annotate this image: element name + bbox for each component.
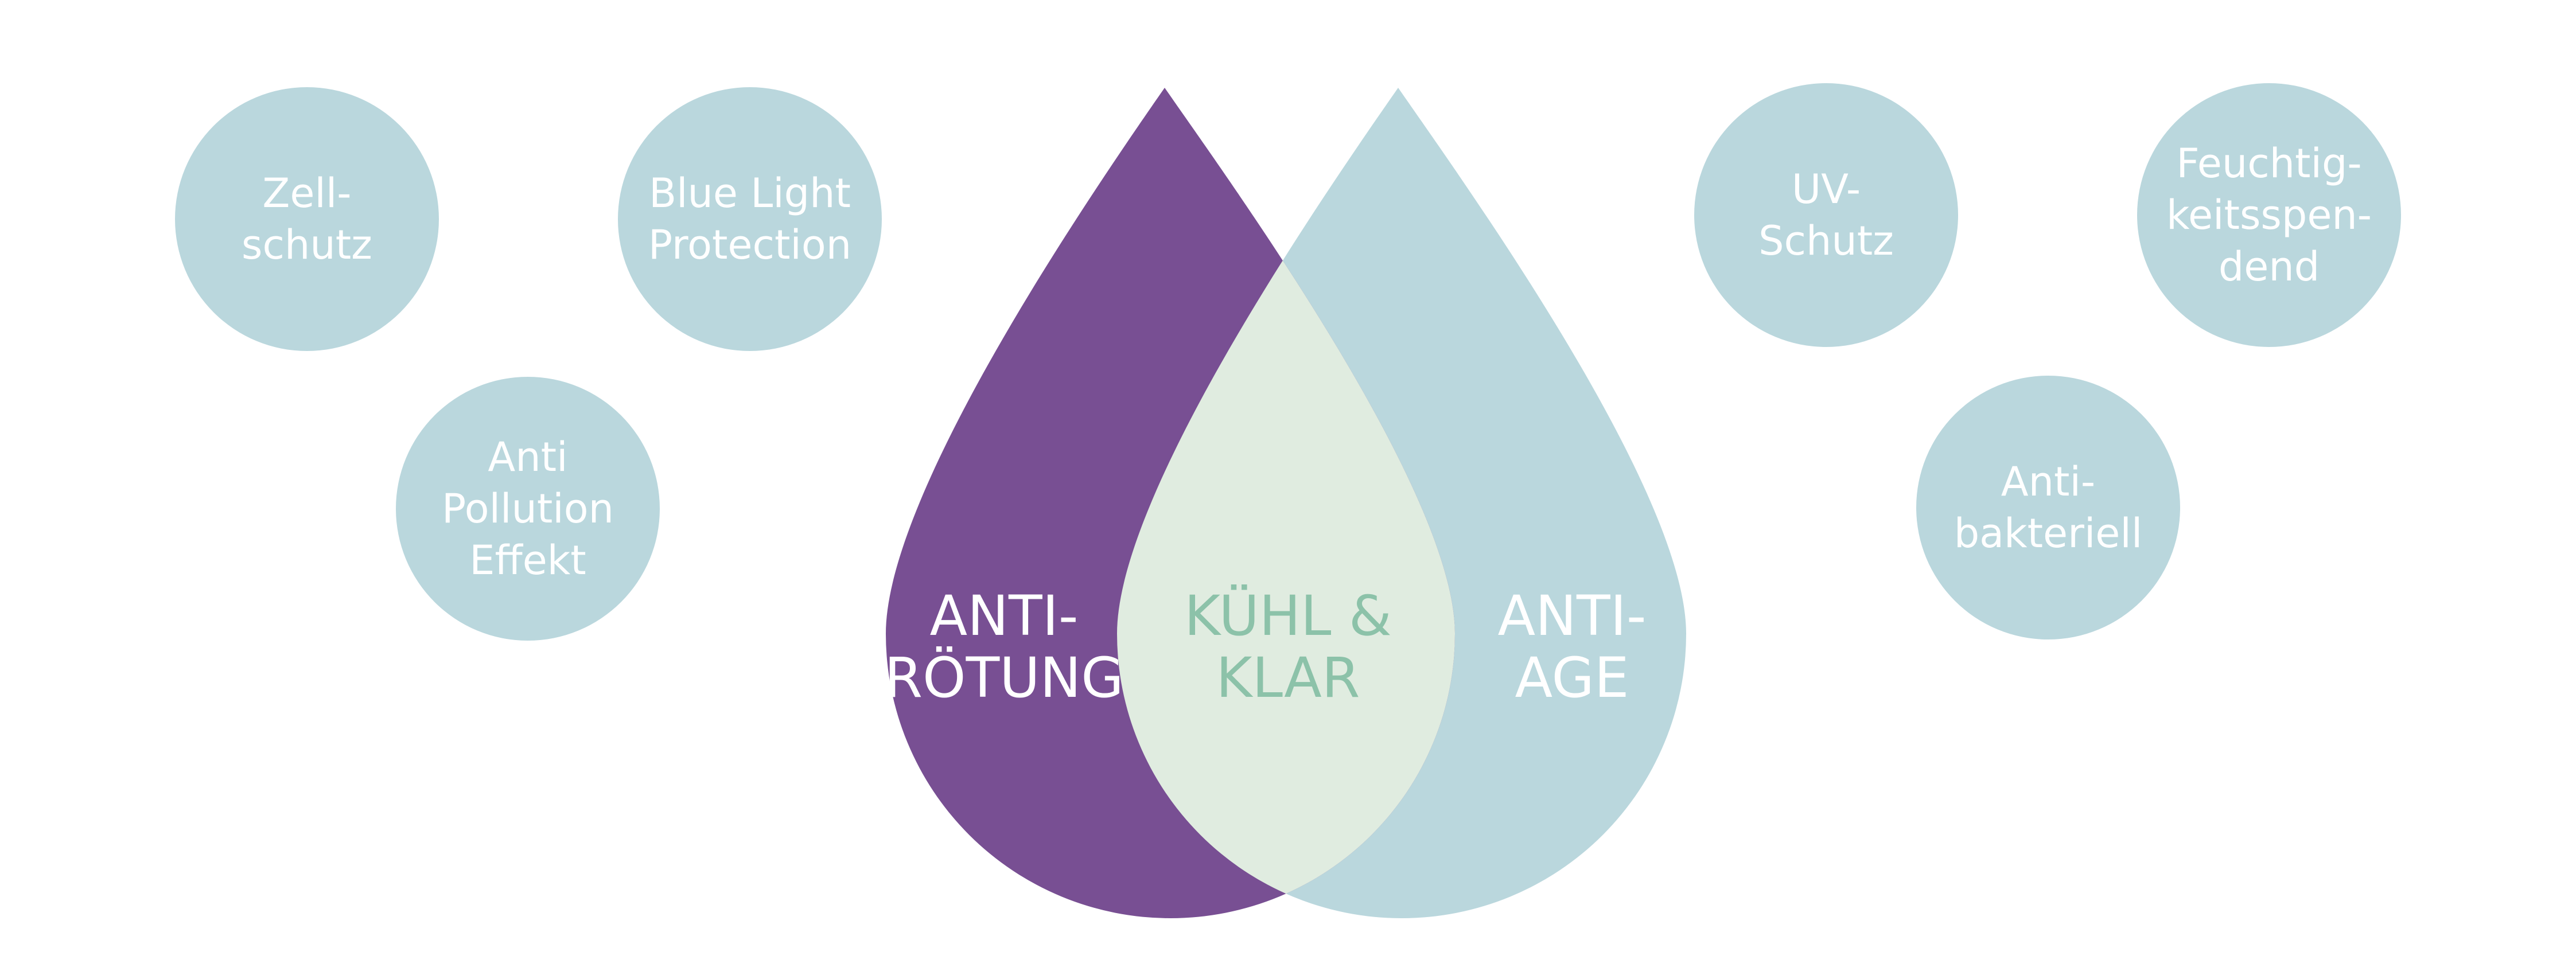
- bubble-zellschutz: Zell- schutz: [175, 87, 439, 351]
- bubble-label: Zell- schutz: [242, 170, 372, 268]
- label-anti-age: ANTI- AGE: [1497, 584, 1647, 710]
- bubble-label: Blue Light Protection: [648, 170, 852, 268]
- bubble-label: Anti Pollution Effekt: [442, 434, 614, 584]
- bubble-blue-light-protection: Blue Light Protection: [618, 87, 882, 351]
- bubble-feuchtigkeitsspendend: Feuchtig- keitsspen- dend: [2137, 83, 2401, 347]
- bubble-label: Anti- bakteriell: [1954, 458, 2143, 557]
- bubble-anti-pollution-effekt: Anti Pollution Effekt: [396, 377, 660, 641]
- bubble-antibakteriell: Anti- bakteriell: [1916, 376, 2180, 639]
- drop-overlap-kuehl-klar: [1117, 88, 1455, 918]
- bubble-label: Feuchtig- keitsspen- dend: [2166, 140, 2372, 290]
- bubble-label: UV- Schutz: [1758, 166, 1894, 264]
- label-kuehl-klar: KÜHL & KLAR: [1184, 584, 1392, 710]
- label-anti-roetung: ANTI- RÖTUNG: [884, 584, 1124, 710]
- bubble-uv-schutz: UV- Schutz: [1694, 83, 1958, 347]
